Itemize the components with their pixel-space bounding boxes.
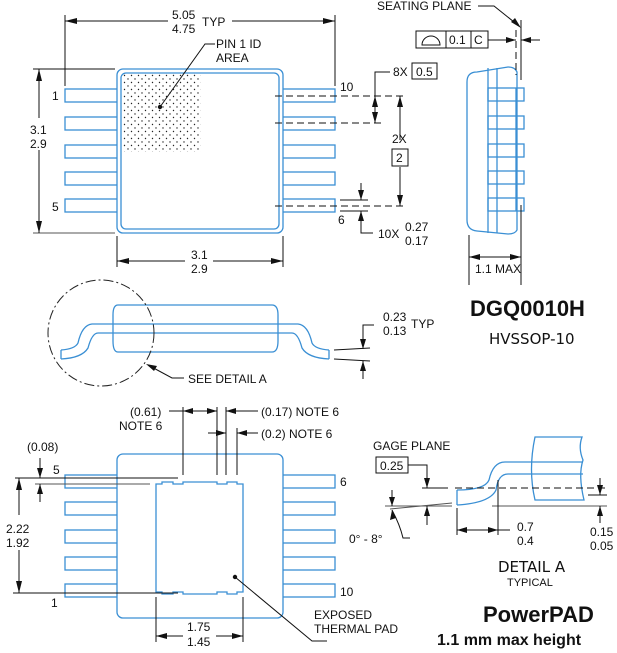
pad-height-min: 1.92 [6, 536, 30, 550]
body-width-min: 2.9 [191, 262, 208, 276]
gage-value: 0.25 [380, 459, 404, 473]
top-pin5-label: 5 [52, 200, 59, 214]
package-name: DGQ0010H [470, 296, 585, 321]
profile-of-surface-icon [421, 35, 441, 46]
bottom-view-left-leads [64, 474, 119, 598]
overall-length-suffix: TYP [202, 15, 225, 29]
angle-label: 0° - 8° [349, 532, 383, 546]
flatness-datum: C [474, 33, 483, 47]
bottom-view-body [116, 453, 284, 619]
dim-061-note: NOTE 6 [119, 419, 163, 433]
lead-thickness-suffix: TYP [411, 317, 434, 331]
lead-width-count: 10X [378, 227, 399, 241]
package-type: HVSSOP-10 [489, 330, 575, 348]
pad-height-max: 2.22 [6, 522, 30, 536]
pin1-label-line1: PIN 1 ID [216, 37, 262, 51]
span-value: 2 [396, 151, 403, 165]
body-height-min: 2.9 [30, 137, 47, 151]
body-width-max: 3.1 [191, 248, 208, 262]
dim-008: (0.08) [27, 440, 58, 454]
pad-width-min: 1.45 [187, 635, 211, 649]
bottom-view-right-leads [281, 474, 336, 598]
bottom-view: EXPOSED THERMAL PAD (0.61) NOTE 6 (0.17)… [6, 405, 398, 649]
gage-plane-label: GAGE PLANE [373, 439, 450, 453]
lead-width-min: 0.17 [405, 234, 429, 248]
lead-thickness-min: 0.13 [383, 324, 407, 338]
detail-a-circle [47, 279, 155, 387]
front-view: SEE DETAIL A 0.23 0.13 TYP [47, 279, 434, 387]
top-view-left-leads [64, 88, 119, 213]
body-height-max: 3.1 [30, 123, 47, 137]
top-view-right-leads [281, 88, 336, 213]
bottom-pin5-label: 5 [53, 463, 60, 477]
top-pin6-label: 6 [338, 213, 345, 227]
top-pin10-label: 10 [340, 80, 354, 94]
top-pin1-label: 1 [52, 89, 59, 103]
flatness-value: 0.1 [449, 33, 466, 47]
bottom-pin1-label: 1 [51, 596, 58, 610]
foot-length-max: 0.7 [517, 520, 534, 534]
foot-length-min: 0.4 [517, 534, 534, 548]
pitch-value: 0.5 [416, 65, 433, 79]
seating-plane-label: SEATING PLANE [377, 0, 471, 13]
standoff-min: 0.05 [590, 539, 614, 553]
lead-thickness-max: 0.23 [383, 310, 407, 324]
dim-061: (0.61) [130, 405, 161, 419]
pin1-label-line2: AREA [216, 51, 249, 65]
package-family: PowerPAD [483, 602, 594, 627]
side-view: SEATING PLANE 0.1 C 1.1 MAX [377, 0, 540, 285]
detail-a-subtitle: TYPICAL [507, 577, 553, 589]
standoff-max: 0.15 [590, 525, 614, 539]
top-view: PIN 1 ID AREA 5.05 4.75 TYP 3.1 2.9 3.1 … [30, 8, 438, 276]
overall-length-min: 4.75 [172, 22, 196, 36]
pad-label-line1: EXPOSED [314, 608, 372, 622]
pad-width-max: 1.75 [187, 620, 211, 634]
height-max: 1.1 MAX [475, 262, 521, 276]
detail-a-title: DETAIL A [498, 558, 566, 576]
bottom-pin6-label: 6 [340, 475, 347, 489]
pin1-id-area [122, 74, 201, 152]
pad-label-line2: THERMAL PAD [314, 622, 398, 636]
pitch-count: 8X [393, 65, 408, 79]
side-view-leads [487, 87, 525, 212]
dim-02: (0.2) NOTE 6 [261, 427, 333, 441]
see-detail-callout: SEE DETAIL A [188, 372, 267, 386]
overall-length-max: 5.05 [172, 8, 196, 22]
bottom-pin10-label: 10 [340, 585, 354, 599]
dim-017: (0.17) NOTE 6 [261, 405, 339, 419]
package-height-note: 1.1 mm max height [437, 632, 582, 649]
detail-a: GAGE PLANE 0.25 0° - 8° 0.7 0.4 0.15 0.0… [349, 436, 614, 589]
span-count: 2X [392, 132, 407, 146]
lead-width-max: 0.27 [405, 220, 429, 234]
